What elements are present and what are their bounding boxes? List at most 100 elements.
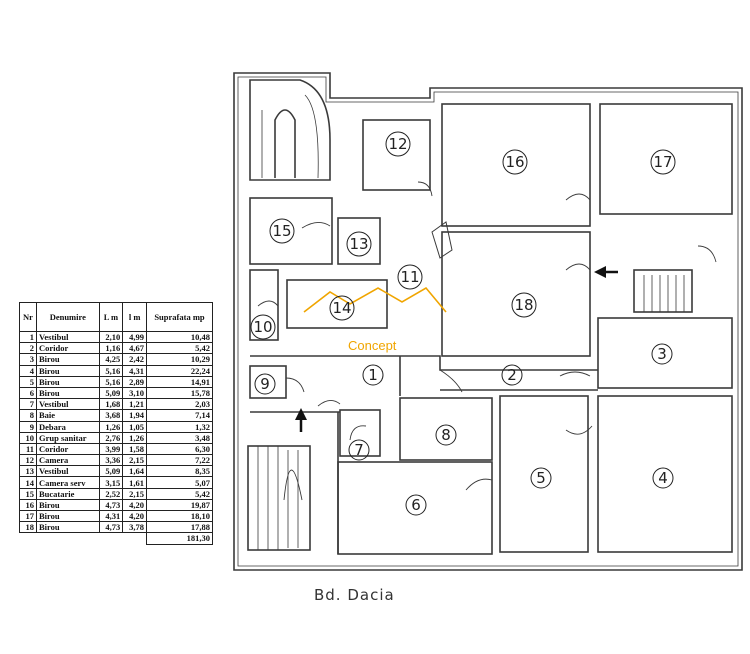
- room-label-circle: [348, 439, 370, 461]
- total-row: 181,30: [20, 532, 214, 545]
- cell-w: 1,21: [122, 398, 147, 411]
- total-area: 181,30: [145, 532, 214, 545]
- cell-l: 3,99: [98, 442, 124, 456]
- room-number-1: 1: [368, 366, 378, 384]
- cell-w: 4,67: [122, 342, 147, 355]
- cell-area: 19,87: [145, 498, 214, 512]
- room-label-circle: [651, 343, 673, 365]
- outer-wall: [233, 72, 743, 571]
- header-length: L m: [98, 302, 124, 332]
- room-number-18: 18: [514, 296, 533, 314]
- cell-area: 1,32: [145, 420, 214, 433]
- room-17: [599, 103, 733, 215]
- cell-nr: 12: [19, 454, 37, 467]
- room-number-7: 7: [354, 441, 364, 459]
- cell-name: Coridor: [36, 342, 100, 355]
- entrance-arrow-icon: [594, 266, 618, 278]
- cell-nr: 11: [19, 442, 37, 456]
- cell-l: 4,31: [98, 509, 124, 523]
- cell-nr: 16: [19, 498, 37, 512]
- room-number-8: 8: [441, 426, 451, 444]
- header-width: l m: [122, 302, 147, 332]
- cell-name: Birou: [36, 509, 100, 523]
- room-number-10: 10: [253, 318, 272, 336]
- room-number-17: 17: [653, 153, 672, 171]
- header-area: Suprafata mp: [145, 302, 214, 332]
- cell-area: 17,88: [145, 521, 214, 534]
- cell-nr: 3: [19, 353, 37, 366]
- cell-name: Camera serv: [36, 476, 100, 489]
- room-label-circle: [511, 292, 537, 318]
- stair-arc-inner: [274, 109, 296, 178]
- room-number-11: 11: [400, 268, 419, 286]
- header-name: Denumire: [36, 302, 100, 332]
- watermark-logo-icon: [303, 286, 447, 313]
- room-label-circle: [397, 264, 423, 290]
- cell-l: 3,36: [98, 454, 124, 467]
- room-label-circle: [501, 364, 523, 386]
- cell-w: 4,20: [122, 509, 147, 523]
- cell-w: 2,42: [122, 353, 147, 366]
- entrance-arrow-icon: [295, 408, 307, 432]
- room-number-5: 5: [536, 469, 546, 487]
- cell-l: 1,26: [98, 420, 124, 433]
- header-nr: Nr: [19, 302, 37, 332]
- room-label-circle: [362, 364, 384, 386]
- room-label-circle: [385, 131, 411, 157]
- table-header-row: Nr Denumire L m l m Suprafata mp: [19, 302, 214, 332]
- cell-l: 4,73: [98, 498, 124, 512]
- cell-nr: 13: [19, 465, 37, 478]
- cell-nr: 14: [19, 476, 37, 489]
- cell-l: 2,76: [98, 431, 124, 444]
- room-label-circle: [405, 494, 427, 516]
- cell-nr: 5: [19, 375, 37, 388]
- cell-area: 5,42: [145, 342, 214, 355]
- room-number-3: 3: [657, 345, 667, 363]
- room-label-circle: [650, 149, 676, 175]
- door-arc: [417, 181, 433, 197]
- room-number-12: 12: [388, 135, 407, 153]
- cell-l: 5,16: [98, 375, 124, 388]
- cell-nr: 8: [19, 409, 37, 422]
- cell-name: Vestibul: [36, 398, 100, 411]
- room-label-circle: [254, 373, 276, 395]
- cell-nr: 9: [19, 420, 37, 433]
- cell-area: 8,35: [145, 465, 214, 478]
- cell-name: Grup sanitar: [36, 431, 100, 444]
- cell-name: Coridor: [36, 442, 100, 456]
- room-12: [362, 119, 431, 191]
- cell-w: 3,10: [122, 386, 147, 400]
- cell-area: 10,48: [145, 330, 214, 344]
- cell-w: 1,61: [122, 476, 147, 489]
- cell-w: 2,89: [122, 375, 147, 388]
- cell-area: 10,29: [145, 353, 214, 366]
- cell-w: 4,20: [122, 498, 147, 512]
- room-9: [249, 365, 287, 399]
- cell-area: 15,78: [145, 386, 214, 400]
- cell-name: Vestibul: [36, 465, 100, 478]
- cell-l: 5,09: [98, 386, 124, 400]
- room-16: [441, 103, 591, 227]
- cell-area: 14,91: [145, 375, 214, 388]
- room-label-circle: [329, 295, 355, 321]
- cell-name: Birou: [36, 386, 100, 400]
- watermark-text: Concept: [348, 338, 397, 353]
- cell-w: 1,26: [122, 431, 147, 444]
- corridor-walls: [250, 355, 598, 554]
- cell-nr: 1: [19, 330, 37, 344]
- cell-nr: 2: [19, 342, 37, 355]
- room-number-4: 4: [658, 469, 668, 487]
- room-number-16: 16: [505, 153, 524, 171]
- room-8: [399, 397, 493, 461]
